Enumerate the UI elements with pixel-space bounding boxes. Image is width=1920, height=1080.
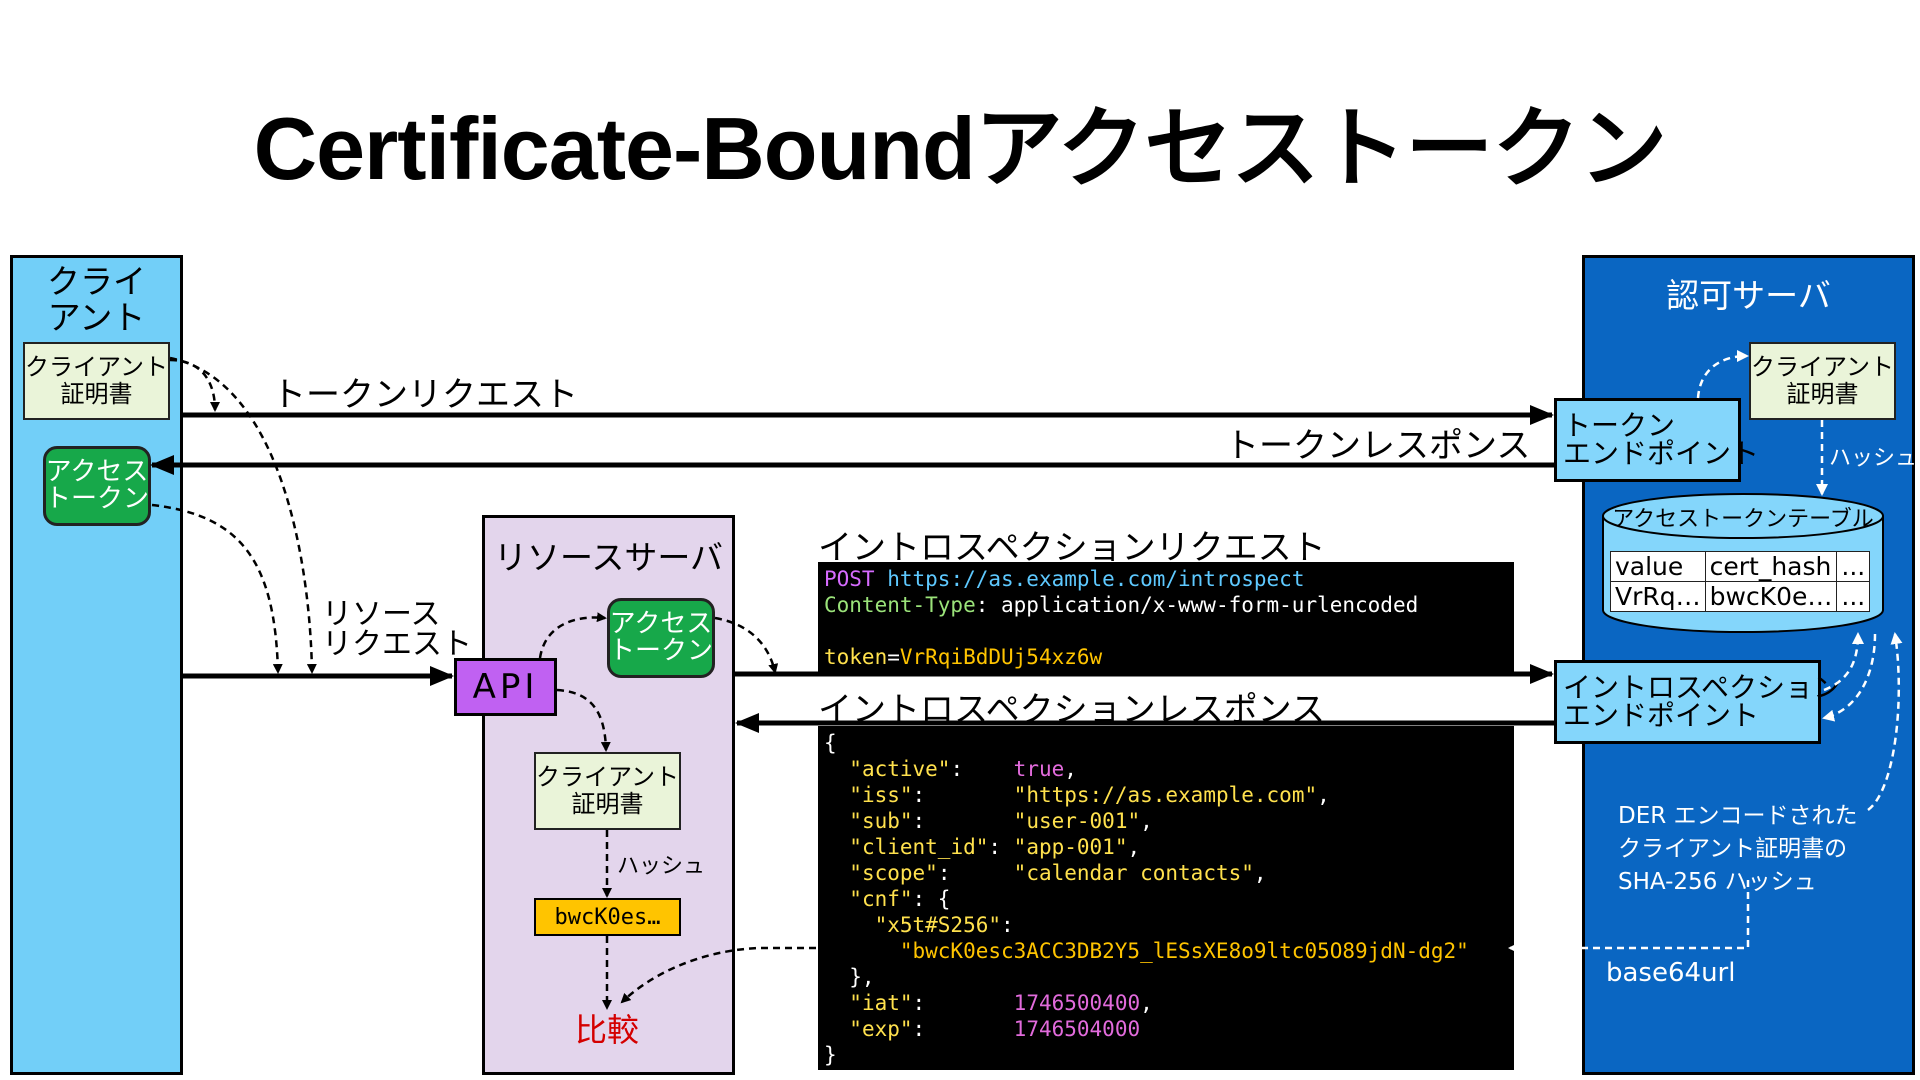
resp-x5t: "bwcK0esc3ACC3DB2Y5_lESsXE8o9ltc05O89jdN… bbox=[899, 939, 1469, 963]
introspection-response-label: イントロスペクションレスポンス bbox=[818, 690, 1325, 730]
token-table: value cert_hash ... VrRq… bwcK0e… ... bbox=[1610, 551, 1871, 612]
token-endpoint-label: トークン エンドポイント bbox=[1563, 409, 1760, 470]
resp-iss: "https://as.example.com" bbox=[1013, 783, 1318, 807]
auth-client-certificate-label: クライアント 証明書 bbox=[1750, 353, 1895, 408]
request-header-name: Content-Type bbox=[824, 593, 976, 617]
client-certificate-label: クライアント 証明書 bbox=[24, 353, 169, 408]
table-header-cell: value bbox=[1610, 551, 1706, 582]
client-access-token: アクセス トークン bbox=[43, 446, 151, 526]
token-response-label: トークンレスポンス bbox=[1225, 426, 1531, 466]
client-access-token-label: アクセス トークン bbox=[45, 457, 150, 514]
introspection-endpoint: イントロスペクション エンドポイント bbox=[1554, 660, 1841, 744]
resource-client-certificate-label: クライアント 証明書 bbox=[535, 763, 680, 818]
introspection-endpoint-label: イントロスペクション エンドポイント bbox=[1563, 671, 1842, 732]
resource-access-token: アクセス トークン bbox=[607, 598, 715, 678]
token-table-title: アクセストークンテーブル bbox=[1612, 507, 1874, 532]
introspection-response-body: { "active": true, "iss": "https://as.exa… bbox=[818, 726, 1514, 1070]
table-header-cell: ... bbox=[1836, 551, 1871, 582]
resource-server-label: リソースサーバ bbox=[493, 538, 724, 577]
request-param-name: token bbox=[824, 645, 888, 669]
auth-hash-label: ハッシュ bbox=[1829, 446, 1918, 471]
client-certificate: クライアント 証明書 bbox=[23, 342, 170, 420]
resp-active: true bbox=[1013, 757, 1065, 781]
table-header-row: value cert_hash ... bbox=[1610, 551, 1871, 582]
token-endpoint: トークン エンドポイント bbox=[1554, 398, 1759, 482]
base64url-label: base64url bbox=[1606, 958, 1736, 988]
der-note: DER エンコードされた クライアント証明書の SHA-256 ハッシュ bbox=[1618, 803, 1858, 895]
api-box: API bbox=[454, 658, 557, 716]
page-title: Certificate-Boundアクセストークン bbox=[253, 99, 1668, 198]
resource-client-certificate: クライアント 証明書 bbox=[534, 752, 681, 830]
table-row: VrRq… bwcK0e… ... bbox=[1610, 581, 1871, 612]
request-header-value: application/x-www-form-urlencoded bbox=[1001, 593, 1419, 617]
client-lane-label: クライ アント bbox=[47, 262, 146, 337]
resp-scope: "calendar contacts" bbox=[1013, 861, 1254, 885]
request-method: POST bbox=[824, 567, 875, 591]
api-label: API bbox=[472, 667, 539, 707]
resource-hash-value-text: bwcK0es… bbox=[554, 904, 661, 930]
resource-request-label: リソース リクエスト bbox=[322, 597, 472, 662]
resp-sub: "user-001" bbox=[1013, 809, 1141, 833]
resource-hash-label: ハッシュ bbox=[617, 854, 706, 879]
table-cell: ... bbox=[1836, 581, 1871, 612]
request-url: https://as.example.com/introspect bbox=[887, 567, 1305, 591]
resource-hash-value: bwcK0es… bbox=[534, 898, 681, 936]
auth-client-certificate: クライアント 証明書 bbox=[1749, 342, 1896, 420]
introspection-request-label: イントロスペクションリクエスト bbox=[818, 528, 1326, 568]
introspection-request-body: POST https://as.example.com/introspect C… bbox=[818, 562, 1514, 674]
auth-server-label: 認可サーバ bbox=[1666, 276, 1831, 315]
table-header-cell: cert_hash bbox=[1704, 551, 1838, 582]
table-cell: bwcK0e… bbox=[1704, 581, 1838, 612]
resp-exp: 1746504000 bbox=[1013, 1017, 1141, 1041]
resp-client-id: "app-001" bbox=[1013, 835, 1128, 859]
token-request-label: トークンリクエスト bbox=[272, 375, 578, 415]
compare-label: 比較 bbox=[575, 1011, 640, 1049]
request-param-value: VrRqiBdDUj54xz6w bbox=[899, 645, 1103, 669]
table-cell: VrRq… bbox=[1610, 581, 1706, 612]
resp-iat: 1746500400 bbox=[1013, 991, 1141, 1015]
resource-access-token-label: アクセス トークン bbox=[609, 609, 714, 666]
